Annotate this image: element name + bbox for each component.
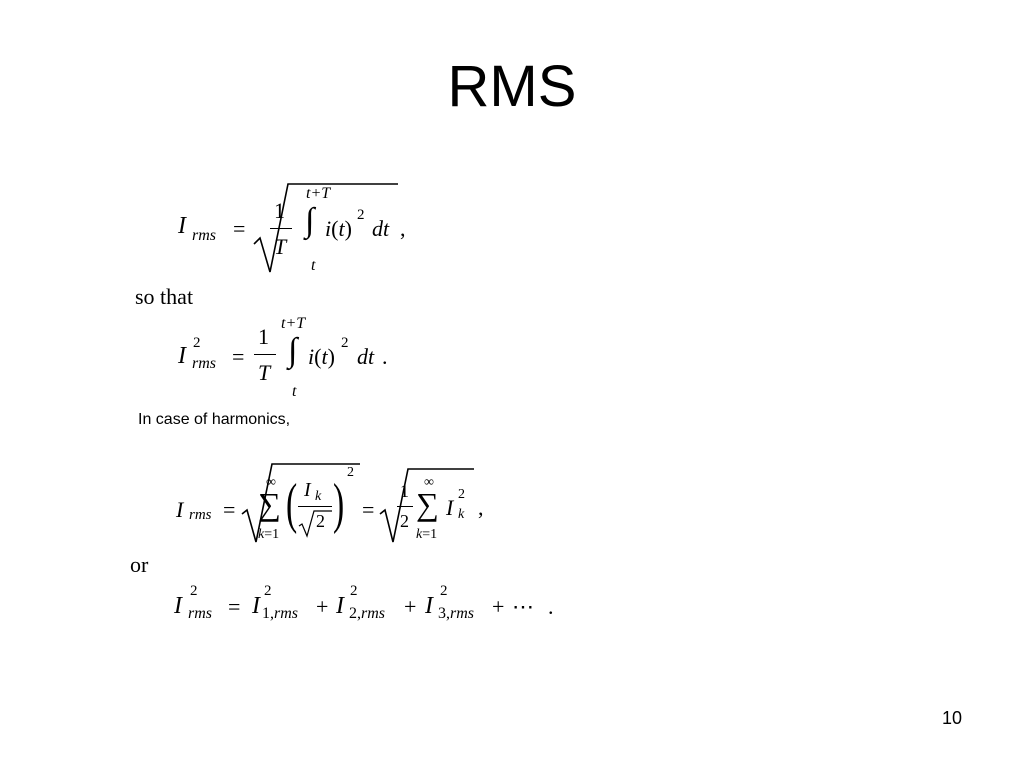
- sqrt-symbol-icon-right: [379, 468, 474, 543]
- text-so-that: so that: [135, 284, 194, 309]
- sqrt-symbol-icon-outer: [241, 463, 360, 543]
- text-or: or: [130, 552, 149, 577]
- sqrt-symbol-icon-small: [298, 510, 332, 538]
- text-in-case-of-harmonics: In case of harmonics,: [138, 411, 291, 428]
- sqrt-symbol-icon: [253, 183, 398, 273]
- slide-title: RMS: [447, 54, 577, 119]
- page-number: 10: [941, 708, 962, 728]
